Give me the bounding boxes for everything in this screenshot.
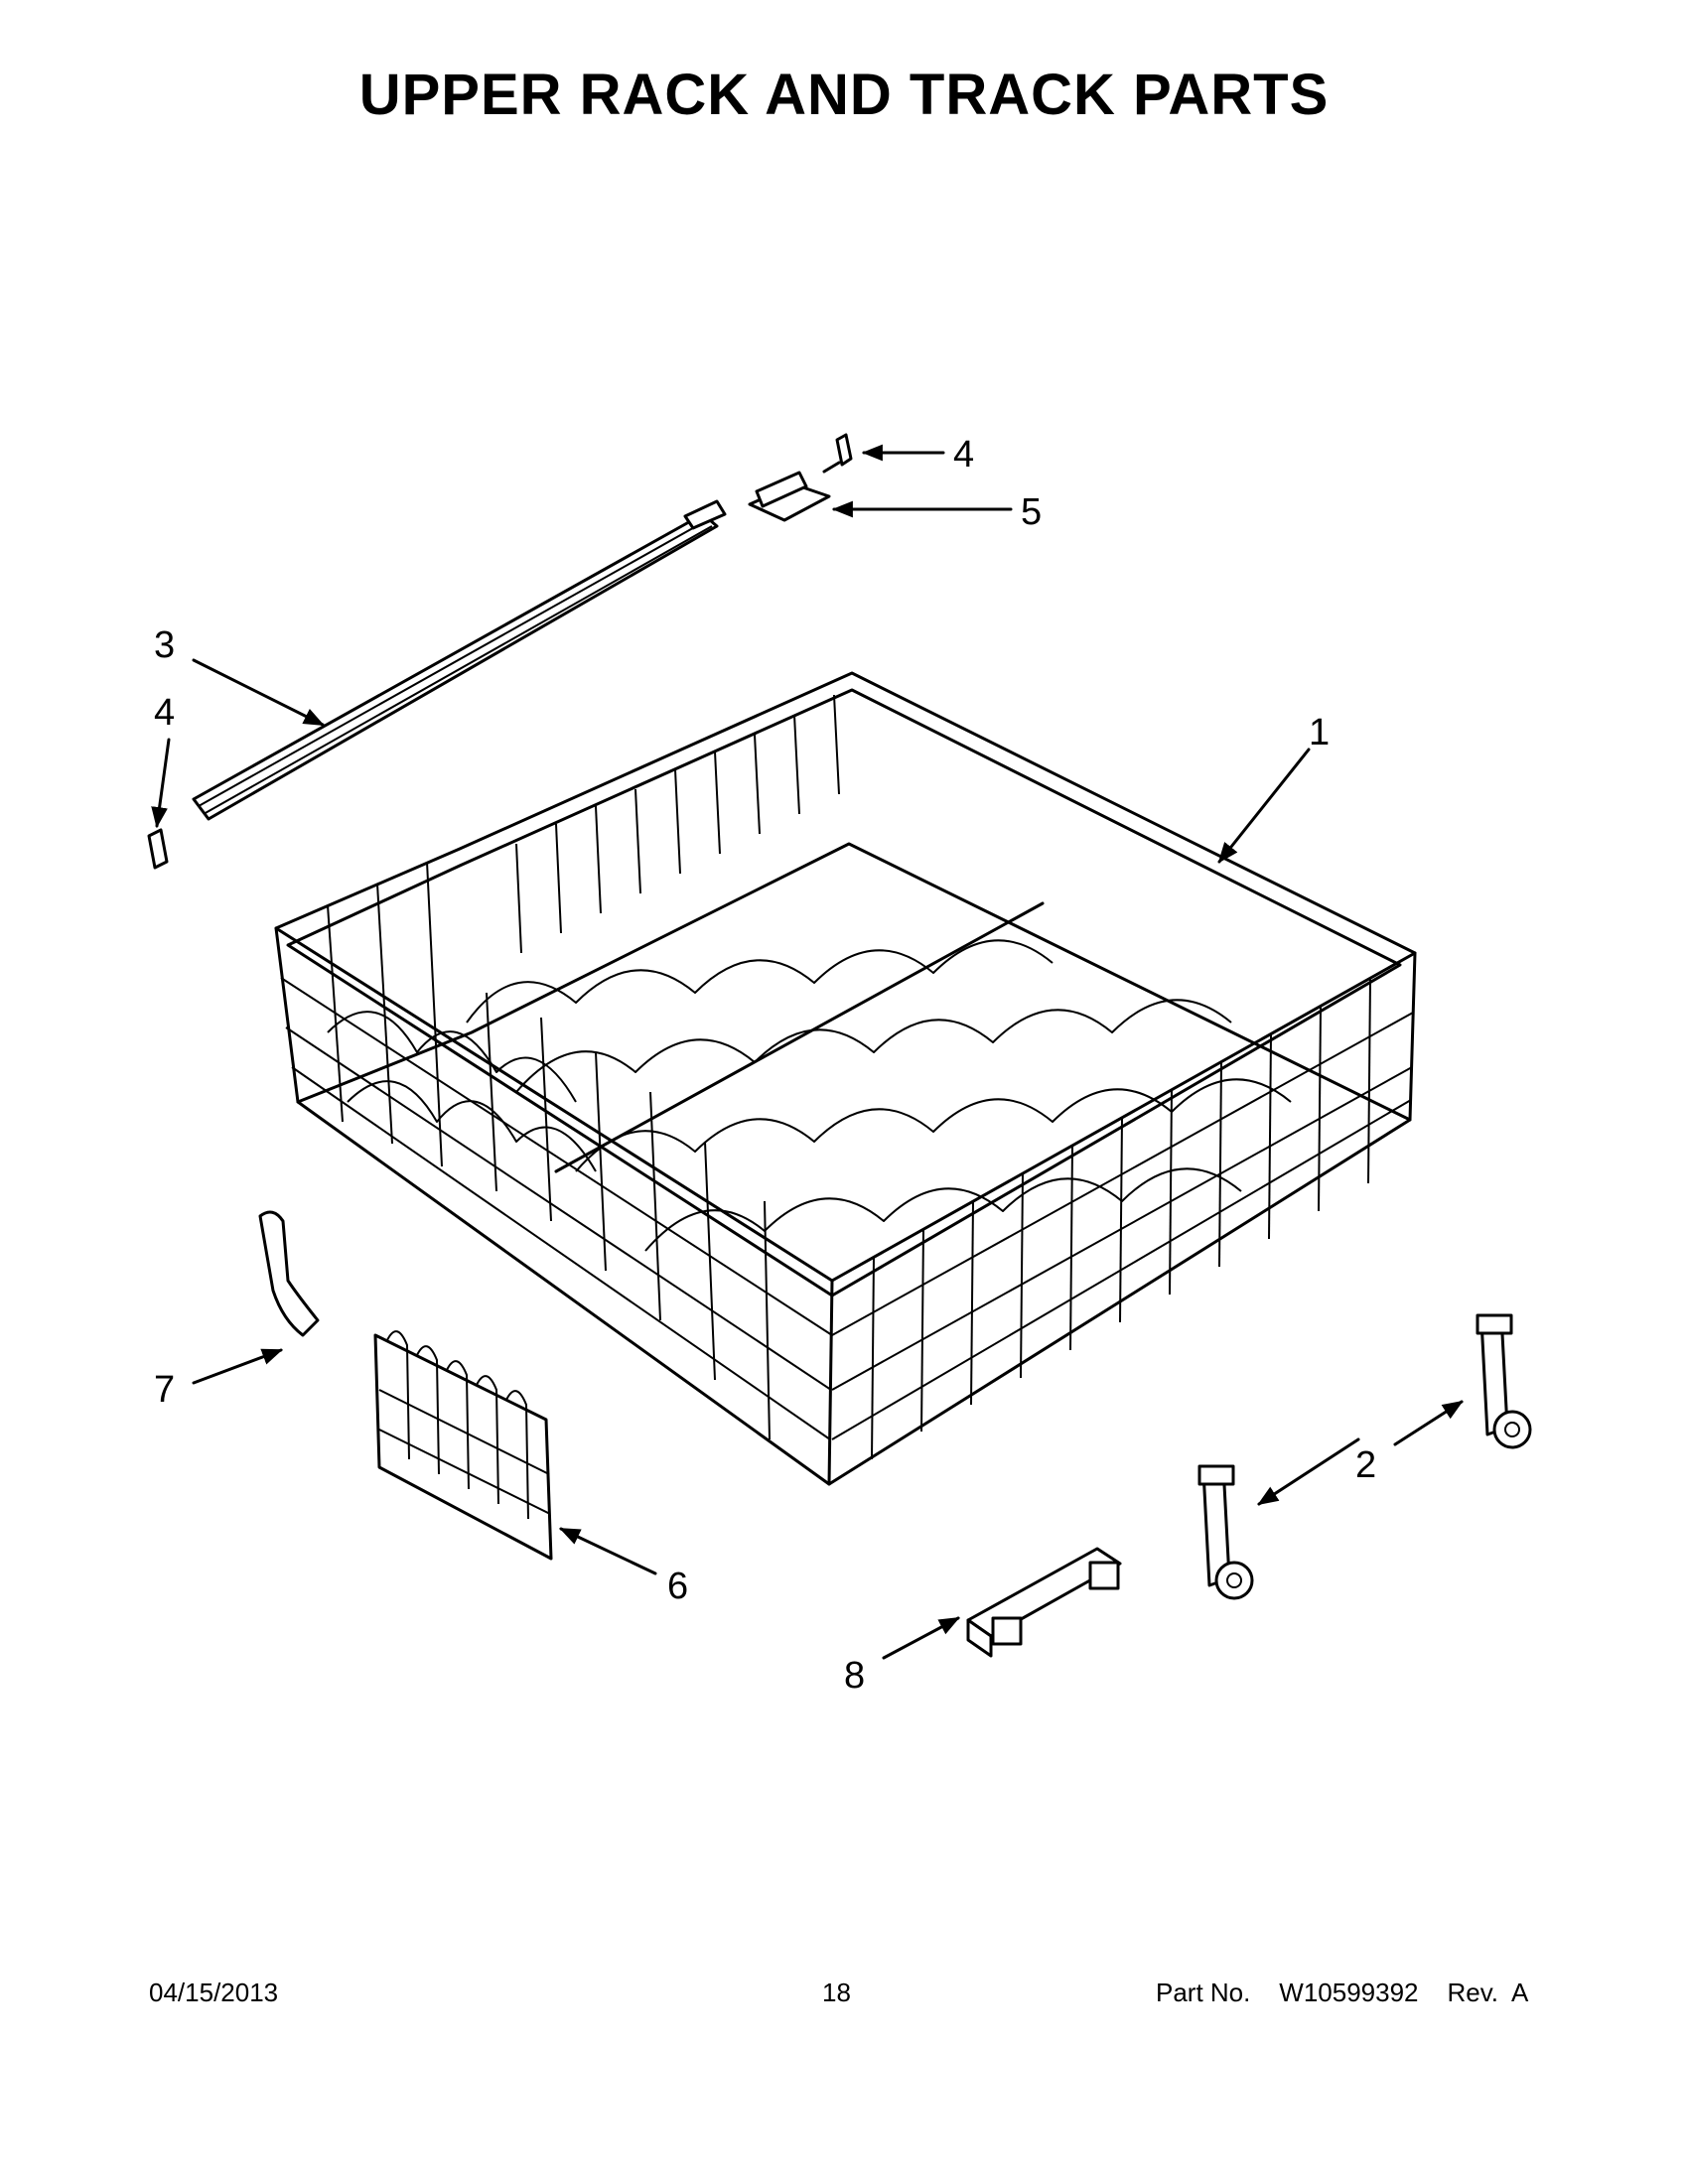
leader-lines	[151, 444, 1464, 1660]
callout-3: 3	[154, 624, 175, 666]
callout-2: 2	[1355, 1444, 1376, 1486]
track-end-clip-left-part	[147, 828, 169, 870]
footer-part-number: Part No. W10599392 Rev. A	[1156, 1978, 1528, 2008]
tine-row-part	[373, 1330, 553, 1561]
rack-stop-part	[966, 1547, 1122, 1658]
track-end-cap-part	[748, 471, 831, 522]
callout-6: 6	[667, 1566, 688, 1607]
part-number-label: Part No.	[1156, 1978, 1251, 2007]
leader-line-3	[192, 658, 325, 727]
callout-4-left: 4	[154, 692, 175, 734]
callout-7: 7	[154, 1369, 175, 1411]
part-number-value: W10599392	[1279, 1978, 1419, 2007]
track-end-clip-top-part	[822, 433, 853, 474]
callout-8: 8	[844, 1655, 865, 1697]
page-title: UPPER RACK AND TRACK PARTS	[358, 63, 1330, 127]
rack-roller-left-part	[1197, 1464, 1254, 1600]
callout-4-top: 4	[953, 434, 974, 476]
footer-date: 04/15/2013	[149, 1978, 279, 2007]
shelf-clip-part	[258, 1210, 320, 1337]
callout-5: 5	[1021, 491, 1042, 533]
leader-line-2-right	[1393, 1400, 1464, 1446]
leader-line-6	[559, 1527, 657, 1575]
leader-line-7	[192, 1348, 283, 1385]
track-rail-part	[192, 499, 727, 821]
leader-line-1	[1217, 748, 1311, 864]
callout-1: 1	[1309, 712, 1330, 753]
leader-line-4-left	[151, 738, 171, 829]
leader-line-8	[882, 1616, 960, 1660]
upper-rack-basket-part	[274, 671, 1417, 1486]
revision-label: Rev. A	[1447, 1978, 1529, 2007]
footer-page-number: 18	[822, 1978, 851, 2007]
leader-line-2-left	[1257, 1437, 1360, 1506]
rack-roller-right-part	[1476, 1313, 1532, 1449]
